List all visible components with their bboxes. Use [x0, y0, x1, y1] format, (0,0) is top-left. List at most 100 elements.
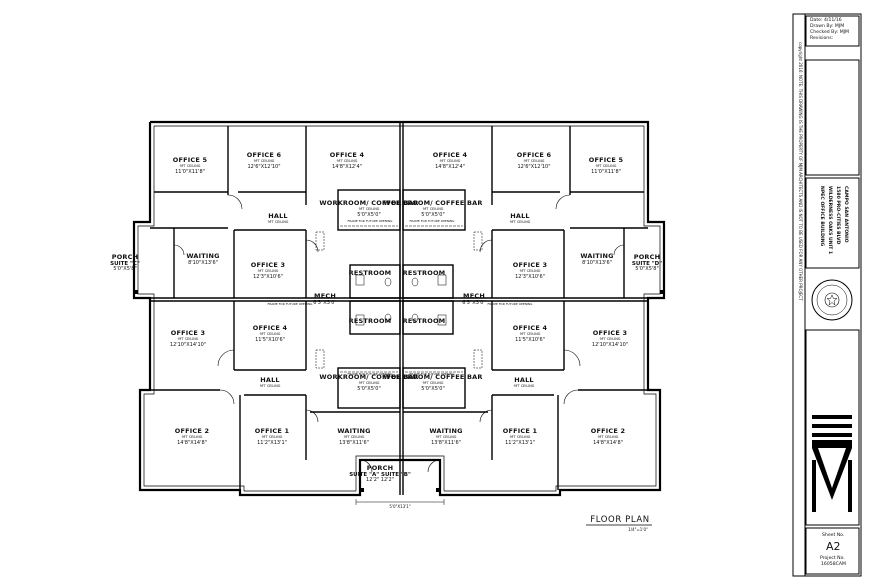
room-ceiling-ul-office4: 9FT CEILING: [336, 159, 358, 163]
room-ceiling-lr-hall: 9FT CEILING: [513, 384, 535, 388]
frame-note: FRAME FOR FUTURE OPENING: [347, 219, 393, 223]
room-name-ul-hall: HALL: [268, 212, 288, 220]
sheet-label: Sheet No.: [822, 533, 845, 538]
room-name-ur-office5: OFFICE 5: [588, 156, 624, 164]
room-name-rr-ll: RESTROOM: [348, 317, 392, 325]
room-dimension-porch-c: 5'0"X5'8": [113, 266, 137, 272]
room-name-ur-hall: HALL: [510, 212, 530, 220]
room-name-rr-ur: RESTROOM: [402, 269, 446, 277]
room-dimension-porch-d: 5'0"X5'8": [635, 266, 659, 272]
room-dimension-wc-ur: 5'0"X5'0": [421, 212, 445, 218]
project-box: [805, 177, 860, 269]
revision-checked: Checked By: MJM: [810, 30, 849, 35]
room-dimension-wc-ul: 5'0"X5'0": [357, 212, 381, 218]
room-ceiling-ll-office1: 9FT CEILING: [261, 435, 283, 439]
room-dimension-lr-waiting: 13'8"X11'6": [431, 440, 461, 446]
room-name-mech-r: MECH: [463, 292, 485, 300]
room-name-ll-office4: OFFICE 4: [252, 324, 288, 332]
room-dimension-ur-office3: 12'3"X10'6": [515, 274, 545, 280]
sheet-number: A2: [826, 540, 841, 553]
room-dimension-ul-office4: 14'8"X12'4": [332, 164, 362, 170]
room-name-ul-office5: OFFICE 5: [172, 156, 208, 164]
room-dimension-mech-r: 6'5"X3'0": [462, 300, 486, 306]
frame-note: FRAME FOR FUTURE OPENING: [409, 219, 455, 223]
room-name-ll-office1: OFFICE 1: [254, 427, 290, 435]
title-block-inner: [804, 13, 862, 577]
architect-seal: [811, 279, 853, 321]
project-line-2: WILDERNESS OAKS UNIT 1: [827, 186, 832, 255]
room-dimension-ur-office6: 12'6"X12'10": [517, 164, 551, 170]
room-name-ur-office4: OFFICE 4: [432, 151, 468, 159]
drawing-scale: 1/4"=1'0": [628, 527, 648, 532]
room-ceiling-porch-c: SUITE "C": [110, 261, 140, 267]
room-dimension-mech-l: 6'5"X3'0": [313, 300, 337, 306]
copyright-note: copyright 2016: NOTE: THIS DRAWING IS TH…: [798, 42, 803, 301]
room-ceiling-ul-office3: 9FT CEILING: [257, 269, 279, 273]
room-ceiling-ur-hall: 9FT CEILING: [509, 220, 531, 224]
drawing-title: FLOOR PLAN: [590, 515, 650, 525]
porch-overall-dim: 5'0"X13'1": [389, 504, 411, 509]
project-line-1: NPEC OFFICE BUILDING: [819, 186, 824, 247]
room-name-ll-hall: HALL: [260, 376, 280, 384]
revision-label: Revisions:: [810, 36, 834, 41]
room-name-ll-office3: OFFICE 3: [170, 329, 206, 337]
room-name-wc-ur: WORKROOM/ COFFEE BAR: [383, 199, 483, 207]
room-ceiling-ul-office5: 9FT CEILING: [179, 164, 201, 168]
room-name-rr-ul: RESTROOM: [348, 269, 392, 277]
room-dimension-ll-office1: 11'2"X13'1": [257, 440, 287, 446]
room-name-ur-office6: OFFICE 6: [516, 151, 552, 159]
room-dimension-ul-waiting: 8'10"X13'6": [188, 260, 218, 266]
room-name-rr-lr: RESTROOM: [402, 317, 446, 325]
room-name-lr-office1: OFFICE 1: [502, 427, 538, 435]
frame-note: FRAME FOR FUTURE OPENING: [347, 372, 393, 376]
room-ceiling-lr-office3: 9FT CEILING: [599, 337, 621, 341]
room-name-ur-office3: OFFICE 3: [512, 261, 548, 269]
room-ceiling-ll-hall: 9FT CEILING: [259, 384, 281, 388]
room-ceiling-ll-waiting: 9FT CEILING: [343, 435, 365, 439]
room-ceiling-lr-office2: 9FT CEILING: [597, 435, 619, 439]
room-name-ur-waiting: WAITING: [580, 252, 614, 260]
project-number: 16058CAM: [821, 562, 846, 567]
room-dimension-lr-office2: 14'8"X14'8": [593, 440, 623, 446]
room-name-lr-office2: OFFICE 2: [590, 427, 626, 435]
room-ceiling-ul-hall: 9FT CEILING: [267, 220, 289, 224]
room-name-lr-office4: OFFICE 4: [512, 324, 548, 332]
exterior-wall: [132, 120, 666, 497]
architect-logo-box: [805, 329, 860, 526]
room-ceiling-porch-d: SUITE "D": [631, 261, 663, 267]
room-ceiling-lr-waiting: 9FT CEILING: [435, 435, 457, 439]
room-dimension-ur-office4: 14'8"X12'4": [435, 164, 465, 170]
revision-box: [805, 15, 860, 47]
room-dimension-ul-office6: 12'6"X12'10": [247, 164, 281, 170]
room-name-wc-lr: WORKROOM/ COFFEE BAR: [383, 373, 483, 381]
room-ceiling-porch-ab: SUITE "A" SUITE "B": [349, 472, 411, 478]
room-ceiling-ll-office2: 9FT CEILING: [181, 435, 203, 439]
room-ceiling-wc-ul: 9FT CEILING: [358, 207, 380, 211]
room-name-mech-l: MECH: [314, 292, 336, 300]
room-name-lr-hall: HALL: [514, 376, 534, 384]
room-dimension-wc-lr: 5'0"X5'0": [421, 386, 445, 392]
revision-drawn: Drawn By: MJM: [810, 24, 845, 29]
frame-note: FRAME FOR FUTURE OPENING: [409, 372, 455, 376]
room-name-lr-office3: OFFICE 3: [592, 329, 628, 337]
room-dimension-ur-waiting: 8'10"X13'6": [582, 260, 612, 266]
room-ceiling-ul-office6: 9FT CEILING: [253, 159, 275, 163]
room-name-ll-office2: OFFICE 2: [174, 427, 210, 435]
room-dimension-lr-office1: 11'2"X13'1": [505, 440, 535, 446]
room-dimension-lr-office4: 11'5"X10'6": [515, 337, 545, 343]
room-dimension-ll-waiting: 13'8"X11'6": [339, 440, 369, 446]
room-ceiling-ur-office5: 9FT CEILING: [595, 164, 617, 168]
room-dimension-ul-office5: 11'0"X11'8": [175, 169, 205, 175]
room-ceiling-ur-office3: 9FT CEILING: [519, 269, 541, 273]
room-name-lr-waiting: WAITING: [429, 427, 463, 435]
room-ceiling-ll-office3: 9FT CEILING: [177, 337, 199, 341]
room-ceiling-wc-ur: 9FT CEILING: [422, 207, 444, 211]
room-name-ul-waiting: WAITING: [186, 252, 220, 260]
room-name-porch-ab: PORCH: [366, 464, 394, 472]
room-ceiling-lr-office1: 9FT CEILING: [509, 435, 531, 439]
room-ceiling-ur-office4: 9FT CEILING: [439, 159, 461, 163]
architect-logo: [812, 415, 852, 512]
room-dimension-lr-office3: 12'10"X14'10": [591, 342, 629, 348]
